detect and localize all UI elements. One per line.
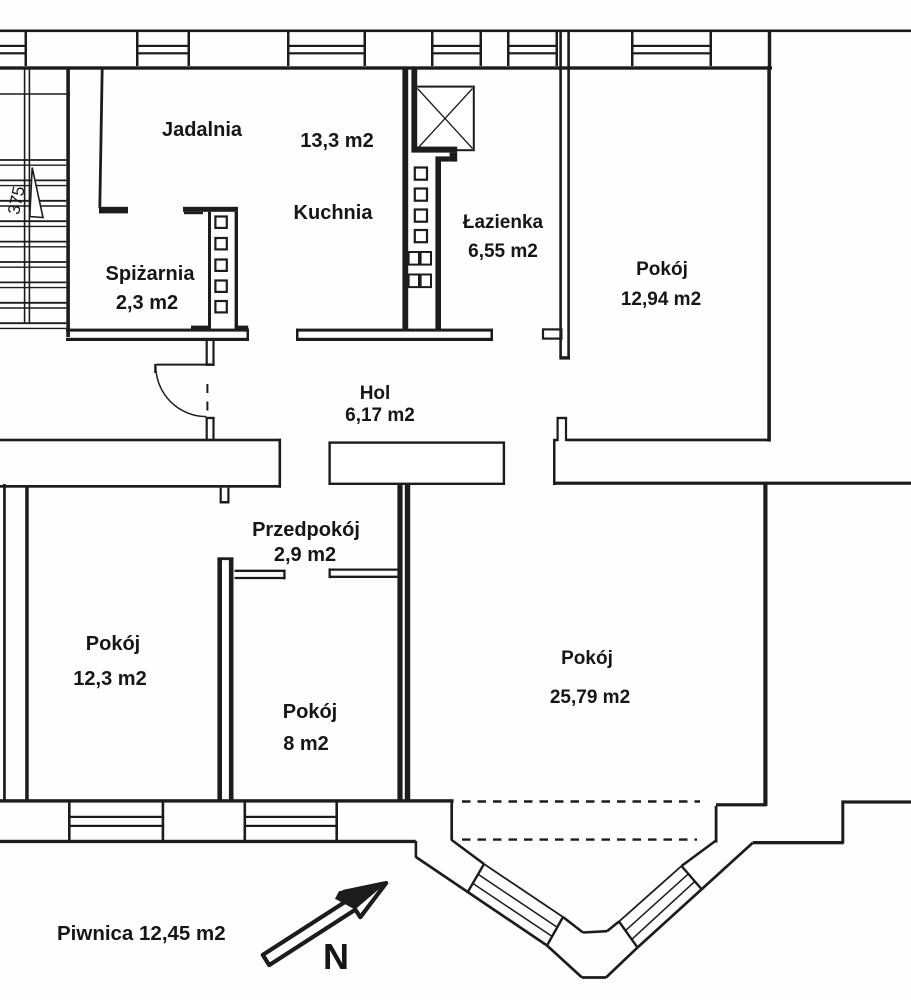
svg-text:Przedpokój: Przedpokój [252,519,360,541]
svg-text:12,94 m2: 12,94 m2 [621,289,701,310]
svg-text:6,17 m2: 6,17 m2 [345,405,415,426]
svg-text:Pokój: Pokój [561,648,613,669]
svg-text:2,9 m2: 2,9 m2 [274,544,336,566]
svg-text:Kuchnia: Kuchnia [294,202,374,224]
svg-text:Jadalnia: Jadalnia [162,119,243,141]
svg-text:13,3 m2: 13,3 m2 [300,130,373,152]
svg-text:Hol: Hol [360,383,391,404]
svg-text:N: N [323,936,349,977]
svg-text:Pokój: Pokój [283,701,337,723]
svg-text:6,55 m2: 6,55 m2 [468,241,538,262]
svg-text:Spiżarnia: Spiżarnia [106,263,196,285]
svg-text:Łazienka: Łazienka [463,212,544,233]
svg-text:Piwnica 12,45 m2: Piwnica 12,45 m2 [57,922,226,945]
svg-text:Pokój: Pokój [636,259,688,280]
svg-text:8 m2: 8 m2 [283,733,329,755]
svg-text:Pokój: Pokój [86,633,140,655]
svg-text:2,3 m2: 2,3 m2 [116,292,178,314]
svg-text:12,3 m2: 12,3 m2 [73,668,146,690]
svg-text:25,79 m2: 25,79 m2 [550,687,630,708]
